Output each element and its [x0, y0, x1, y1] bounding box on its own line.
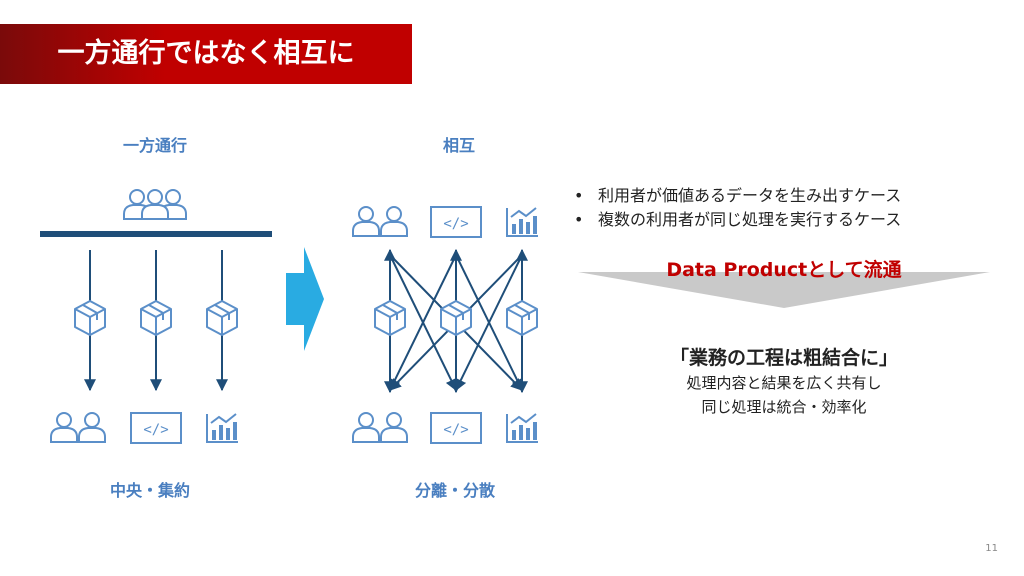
package-icon [506, 300, 538, 336]
code-glyph: </> [443, 422, 468, 438]
left-top-label: 一方通行 [122, 136, 187, 155]
page-number: 11 [985, 543, 998, 554]
code-glyph: </> [143, 422, 168, 438]
code-icon: </> [130, 412, 182, 444]
gray-chevron [578, 272, 990, 308]
users-icon [353, 207, 407, 236]
users-group-icon [124, 190, 186, 219]
code-icon: </> [430, 206, 482, 238]
bullet-item: 複数の利用者が同じ処理を実行するケース [574, 208, 901, 232]
chart-icon [506, 207, 539, 237]
code-glyph: </> [443, 216, 468, 232]
quote-title: 「業務の工程は粗結合に」 [669, 347, 898, 369]
central-bar [40, 231, 272, 237]
bullet-list: 利用者が価値あるデータを生み出すケース 複数の利用者が同じ処理を実行するケース [574, 184, 901, 232]
package-icon [206, 300, 238, 336]
users-icon [51, 413, 105, 442]
title-banner: 一方通行ではなく相互に [0, 24, 412, 84]
package-icon [74, 300, 106, 336]
quote-line: 処理内容と結果を広く共有し [686, 374, 882, 392]
users-icon [353, 413, 407, 442]
package-icon [440, 300, 472, 336]
left-bottom-label: 中央・集約 [109, 481, 190, 500]
code-icon: </> [430, 412, 482, 444]
bullet-item: 利用者が価値あるデータを生み出すケース [574, 184, 901, 208]
chart-icon [506, 413, 539, 443]
package-icon [140, 300, 172, 336]
chart-icon [206, 413, 239, 443]
right-bottom-label: 分離・分散 [414, 481, 495, 500]
right-top-label: 相互 [442, 136, 475, 155]
transition-arrow [286, 247, 324, 351]
quote-line: 同じ処理は統合・効率化 [701, 398, 867, 416]
data-product-label: Data Productとして流通 [666, 259, 902, 281]
package-icon [374, 300, 406, 336]
slide-title: 一方通行ではなく相互に [57, 38, 355, 69]
